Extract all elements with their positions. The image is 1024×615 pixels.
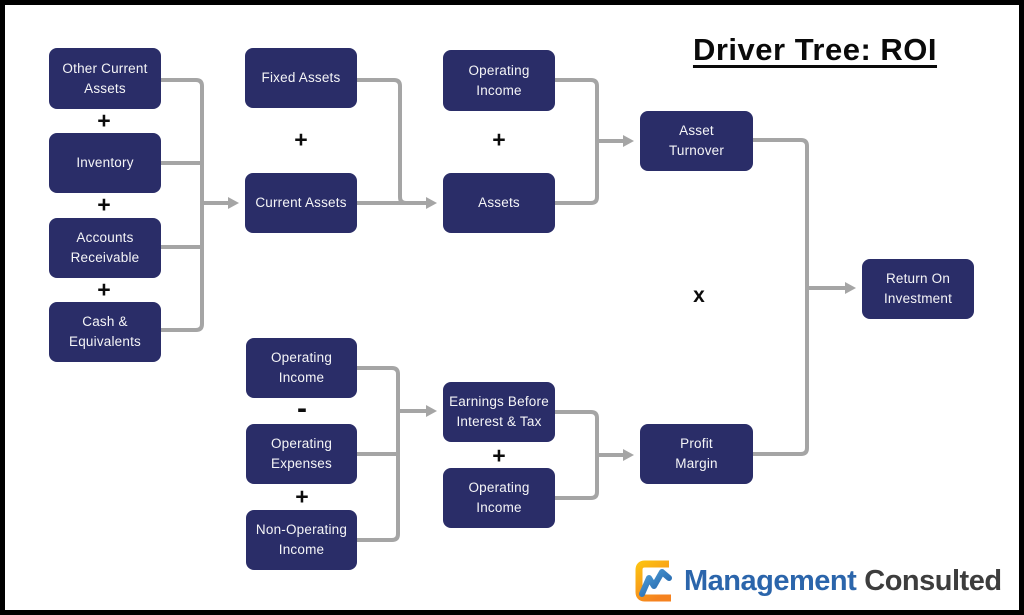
node-cash-equivalents: Cash & Equivalents [49,302,161,362]
wire-top-merge-bus [555,78,599,205]
chart-line-bracket-icon [635,560,672,602]
node-fixed-assets: Fixed Assets [245,48,357,108]
operator-multiply: x [693,284,705,307]
operator-minus: - [297,392,307,425]
page-title: Driver Tree: ROI [692,32,938,67]
operator-plus-3: + [97,276,111,303]
wire-bottom-merge-bus [555,410,599,500]
wire-right-bus [753,138,809,456]
operator-plus-6: + [295,483,309,510]
brand-name-secondary: Consulted [864,564,1002,597]
operator-plus-4: + [294,126,308,153]
operator-plus-2: + [97,191,111,218]
management-consulted-logo: Management Consulted [633,558,1002,604]
connector-lines [161,78,856,542]
node-assets: Assets [443,173,555,233]
node-operating-income-top: Operating Income [443,50,555,111]
node-asset-turnover: Asset Turnover [640,111,753,171]
wire-fixed-assets-join [357,78,407,205]
node-non-operating-income: Non-Operating Income [246,510,357,570]
node-return-on-investment: Return On Investment [862,259,974,319]
node-operating-income-bottom: Operating Income [443,468,555,528]
node-current-assets: Current Assets [245,173,357,233]
node-earnings-before-interest-tax: Earnings Before Interest & Tax [443,382,555,442]
operator-plus-7: + [492,442,506,469]
node-other-current-assets: Other Current Assets [49,48,161,109]
node-operating-expenses: Operating Expenses [246,424,357,484]
node-profit-margin: Profit Margin [640,424,753,484]
operator-plus-5: + [492,126,506,153]
brand-name-primary: Management [684,564,857,597]
node-inventory: Inventory [49,133,161,193]
wire-left-bus [161,78,204,332]
node-operating-income-mid: Operating Income [246,338,357,398]
node-accounts-receivable: Accounts Receivable [49,218,161,278]
operator-plus-1: + [97,107,111,134]
